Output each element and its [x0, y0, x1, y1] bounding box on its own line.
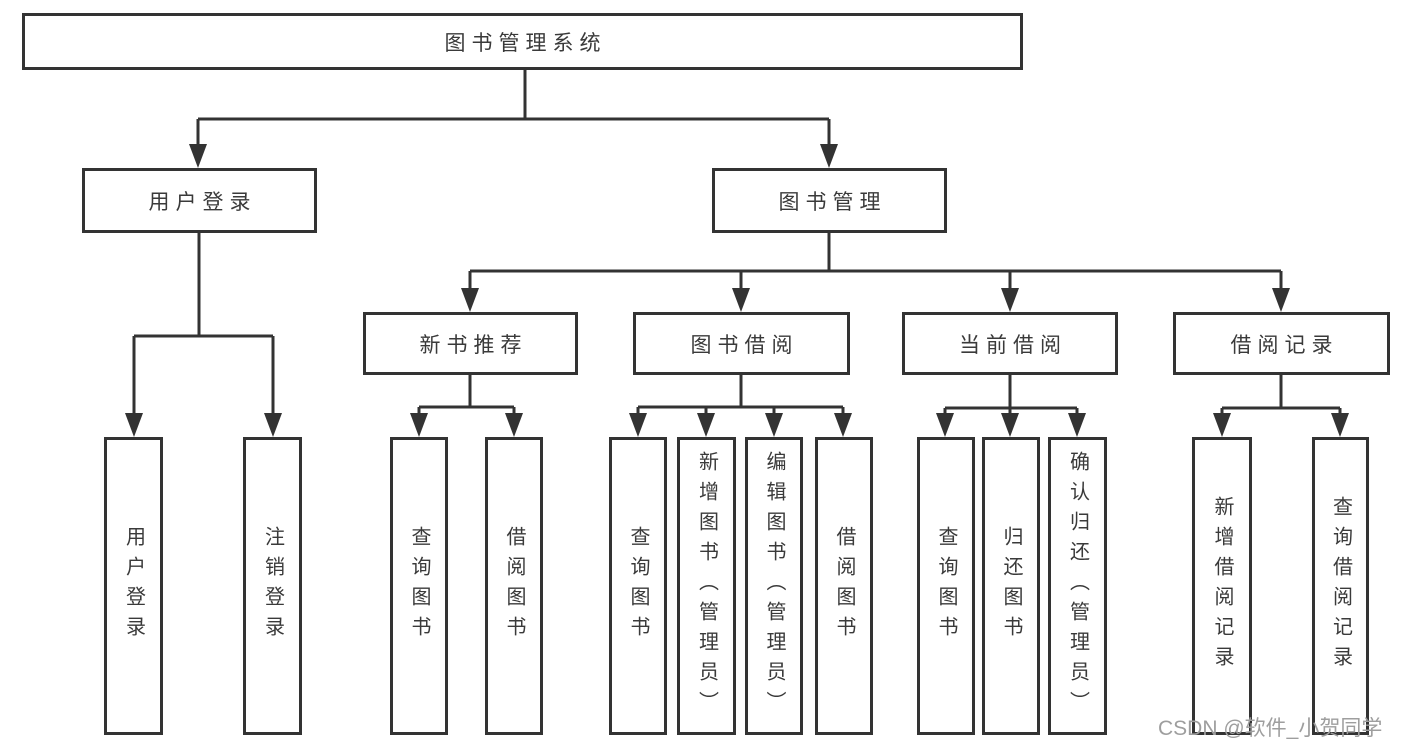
edge-records-to-leaves [1220, 373, 1342, 420]
leaf-label: 确认归还（管理员） [1066, 451, 1089, 721]
leaf-label: 编辑图书（管理员） [763, 451, 785, 721]
node-label: 用户登录 [148, 190, 257, 214]
node-book-borrow: 图书借阅 [633, 312, 850, 375]
node-root-system: 图书管理系统 [22, 13, 1023, 70]
leaf-borrow-books: 借阅图书 [815, 437, 873, 735]
edge-mgmt-to-level2 [468, 231, 1283, 295]
leaf-label: 用户登录 [122, 526, 145, 646]
node-label: 图书借阅 [690, 333, 799, 357]
leaf-return-books: 归还图书 [982, 437, 1040, 735]
leaf-borrow-books-recommend: 借阅图书 [485, 437, 543, 735]
leaf-add-borrow-record: 新增借阅记录 [1192, 437, 1252, 735]
node-label: 图书管理 [778, 190, 887, 214]
leaf-label: 新增图书（管理员） [695, 451, 718, 721]
leaf-label: 注销登录 [261, 526, 284, 646]
leaf-label: 查询图书 [408, 526, 430, 646]
node-root-label: 图书管理系统 [444, 31, 607, 55]
node-label: 新书推荐 [419, 333, 528, 357]
leaf-query-books-borrow: 查询图书 [609, 437, 667, 735]
leaf-query-books-current: 查询图书 [917, 437, 975, 735]
edge-borrow-to-leaves [636, 373, 845, 420]
leaf-confirm-return-admin: 确认归还（管理员） [1048, 437, 1107, 735]
leaf-query-books-recommend: 查询图书 [390, 437, 448, 735]
node-new-book-recommend: 新书推荐 [363, 312, 578, 375]
leaf-logout: 注销登录 [243, 437, 302, 735]
node-label: 借阅记录 [1230, 333, 1339, 357]
node-borrow-records: 借阅记录 [1173, 312, 1390, 375]
edge-login-to-leaves [132, 231, 275, 420]
leaf-edit-books-admin: 编辑图书（管理员） [745, 437, 803, 735]
node-book-management: 图书管理 [712, 168, 947, 233]
leaf-label: 查询图书 [627, 526, 649, 646]
leaf-label: 归还图书 [1000, 526, 1022, 646]
csdn-watermark: CSDN @软件_小贺同学 [1158, 717, 1383, 740]
edge-recommend-to-leaves [417, 373, 516, 420]
leaf-label: 新增借阅记录 [1211, 496, 1233, 676]
node-label: 当前借阅 [959, 333, 1067, 357]
edge-current-to-leaves [943, 373, 1079, 420]
leaf-label: 借阅图书 [503, 526, 525, 646]
leaf-user-login: 用户登录 [104, 437, 163, 735]
leaf-label: 查询借阅记录 [1329, 496, 1352, 676]
node-user-login: 用户登录 [82, 168, 317, 233]
leaf-query-borrow-record: 查询借阅记录 [1312, 437, 1369, 735]
leaf-label: 查询图书 [935, 526, 957, 646]
edge-root-to-level1 [196, 68, 831, 150]
leaf-add-books-admin: 新增图书（管理员） [677, 437, 736, 735]
leaf-label: 借阅图书 [833, 526, 855, 646]
node-current-borrow: 当前借阅 [902, 312, 1118, 375]
